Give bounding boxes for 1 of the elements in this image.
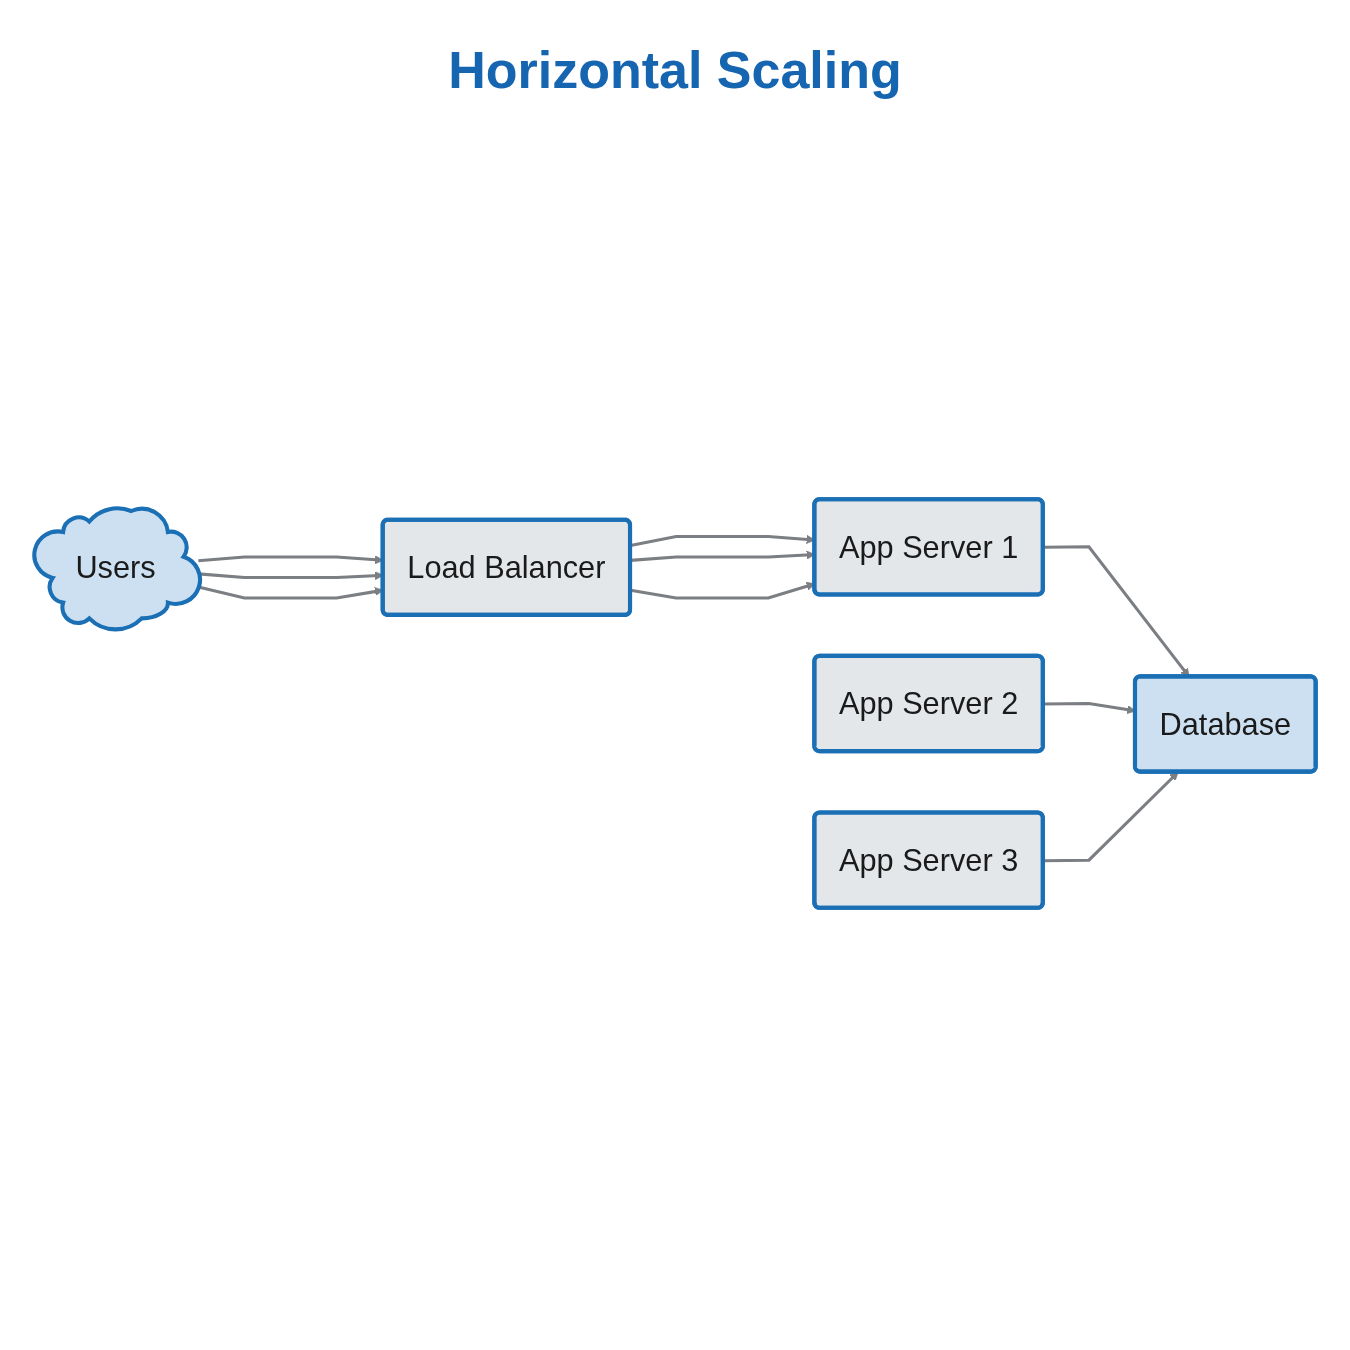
diagram-title: Horizontal Scaling <box>448 40 902 100</box>
